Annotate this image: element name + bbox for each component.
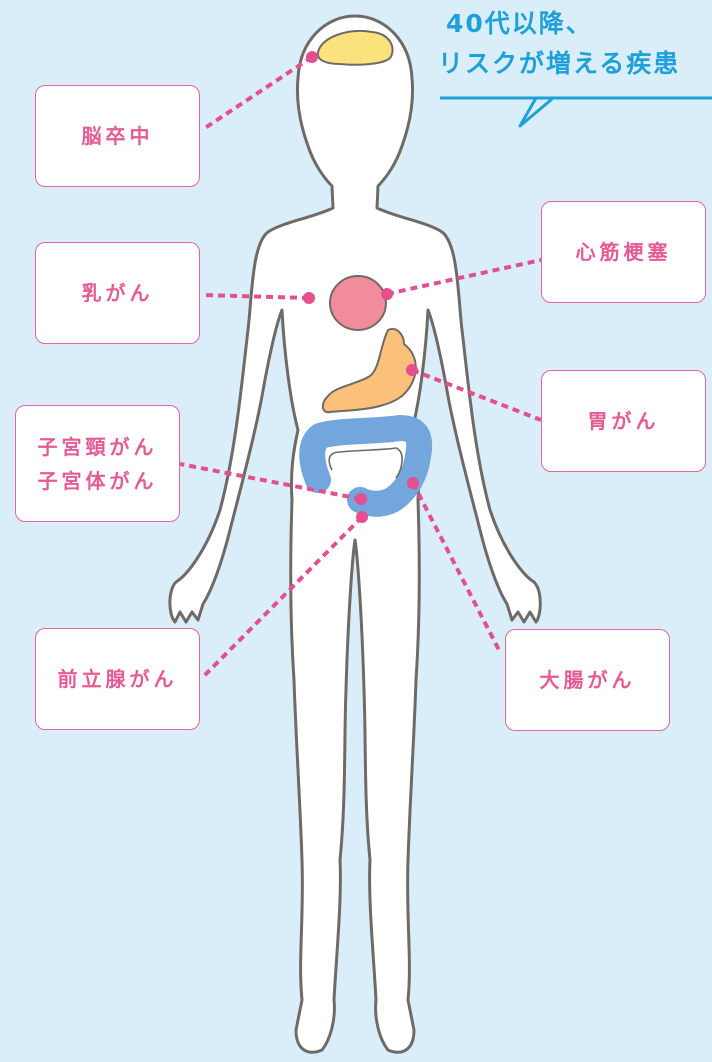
leader-stomach — [412, 370, 541, 420]
dot-stomach — [406, 364, 418, 376]
dot-colon — [407, 477, 419, 489]
label-breast-cancer: 乳がん — [35, 242, 200, 344]
label-myocardial-infarction: 心筋梗塞 — [541, 201, 706, 303]
label-cervical-cancer: 子宮頸がん 子宮体がん — [15, 405, 180, 522]
label-prostate-cancer: 前立腺がん — [35, 628, 200, 730]
title-line-2: リスクが増える疾患 — [438, 44, 680, 80]
label-stroke: 脳卒中 — [35, 85, 200, 187]
body-silhouette — [170, 16, 540, 1052]
leader-stroke — [202, 57, 312, 130]
dot-heart — [381, 288, 393, 300]
title-line-1: 40代以降、 — [446, 4, 593, 40]
label-stomach-cancer: 胃がん — [541, 370, 706, 472]
label-colon-cancer: 大腸がん — [505, 629, 670, 731]
heart-icon — [330, 276, 386, 330]
dot-prostate — [356, 511, 368, 523]
dot-stroke — [306, 51, 318, 63]
dot-breast — [303, 292, 315, 304]
dot-cervical — [355, 493, 367, 505]
title-bubble-tail — [440, 98, 712, 126]
